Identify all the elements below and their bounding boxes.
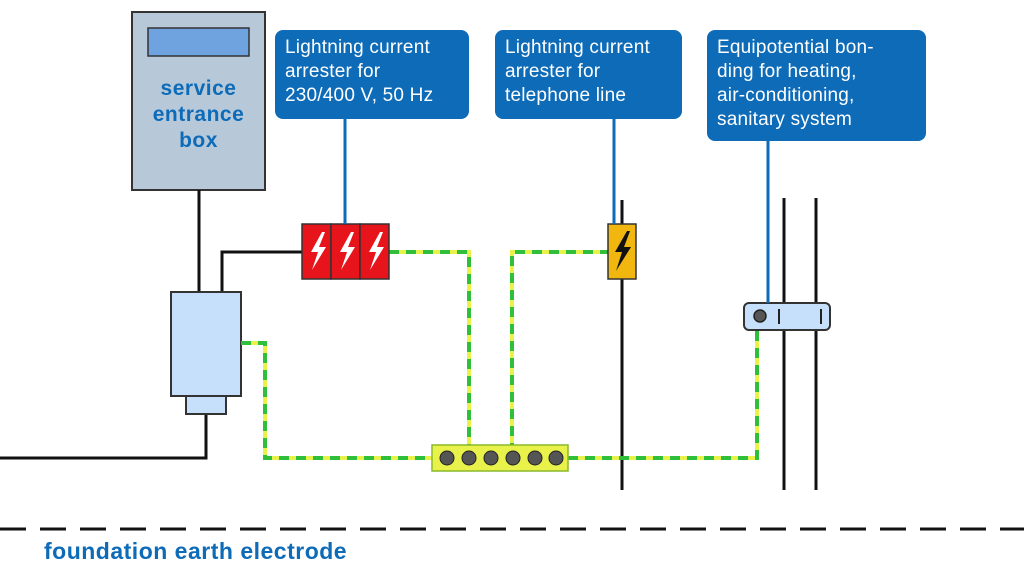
lightning-bolt-icon xyxy=(340,232,355,270)
box-label-line: entrance xyxy=(152,103,245,126)
lightning-bolt-icon xyxy=(369,232,384,270)
pipe-clamp xyxy=(743,302,831,331)
meter-device xyxy=(170,291,242,415)
foundation-earth-electrode-label: foundation earth electrode xyxy=(44,538,348,564)
box-label-line: box xyxy=(179,129,218,152)
callout-equipotential-bonding: Equipotential bon- ding for heating, air… xyxy=(707,30,926,141)
callout-leader-lines xyxy=(343,118,770,303)
callout-power-arrester: Lightning current arrester for 230/400 V… xyxy=(275,30,469,119)
telephone-lightning-arrester xyxy=(607,223,637,280)
lightning-bolt-icon xyxy=(615,231,631,271)
box-label-line: service xyxy=(160,77,237,100)
meter-window xyxy=(147,27,250,57)
callout-telephone-arrester: Lightning current arrester for telephone… xyxy=(495,30,682,119)
lightning-bolt-icon xyxy=(311,232,326,270)
service-entrance-box-label: service entrance box xyxy=(132,76,265,154)
power-lightning-arrester xyxy=(301,223,390,280)
earth-conductors xyxy=(241,250,759,460)
service-entrance-box xyxy=(131,11,266,191)
equipotential-bonding-bar xyxy=(431,444,569,472)
black-wires xyxy=(0,190,818,490)
